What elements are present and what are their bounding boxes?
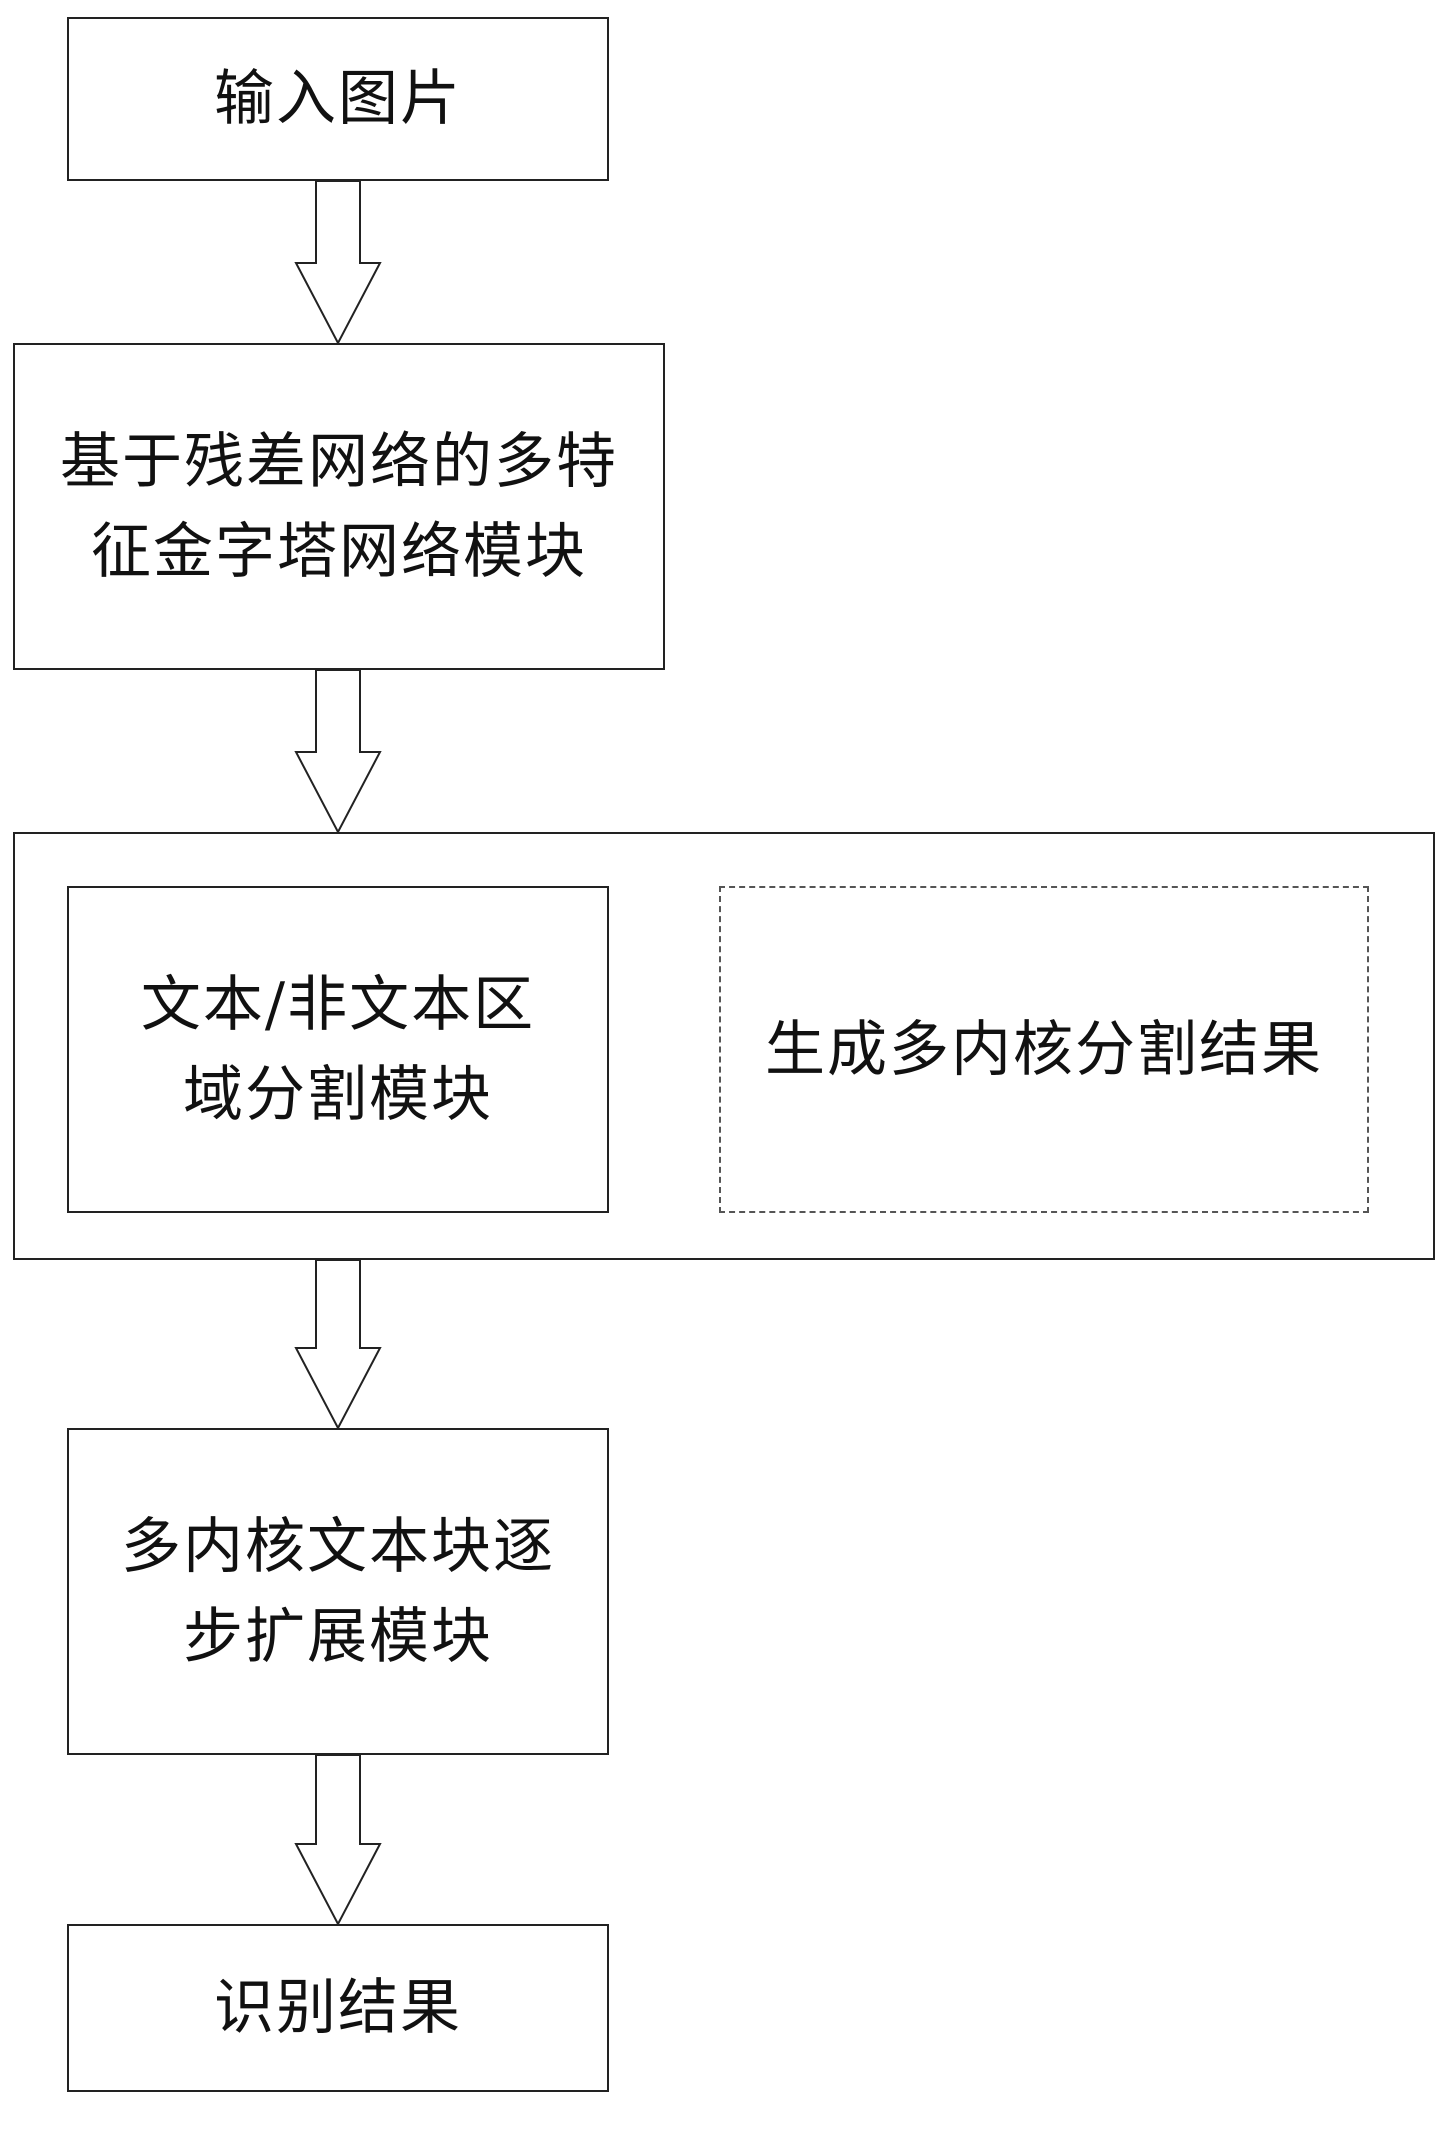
multi-kernel-results-node: 生成多内核分割结果 — [719, 886, 1369, 1213]
recognition-result-label: 识别结果 — [214, 1973, 462, 2043]
arrow-segmentation-to-expansion — [294, 1259, 382, 1431]
resnet-fpn-label-line1: 基于残差网络的多特 — [60, 426, 618, 497]
text-region-segmentation-node: 文本/非文本区 域分割模块 — [67, 886, 609, 1213]
segmentation-label-line2: 域分割模块 — [183, 1059, 493, 1130]
progressive-expansion-label-line1: 多内核文本块逐 — [121, 1511, 555, 1582]
multi-kernel-results-label: 生成多内核分割结果 — [765, 1014, 1323, 1085]
input-image-node: 输入图片 — [67, 17, 609, 181]
segmentation-label-line1: 文本/非文本区 — [140, 969, 536, 1040]
arrow-fpn-to-segmentation — [294, 669, 382, 835]
progressive-expansion-node: 多内核文本块逐 步扩展模块 — [67, 1428, 609, 1755]
input-image-label: 输入图片 — [214, 64, 462, 134]
arrow-input-to-fpn — [294, 180, 382, 346]
resnet-fpn-label-line2: 征金字塔网络模块 — [91, 516, 587, 587]
resnet-fpn-module-node: 基于残差网络的多特 征金字塔网络模块 — [13, 343, 665, 670]
progressive-expansion-label-line2: 步扩展模块 — [183, 1601, 493, 1672]
recognition-result-node: 识别结果 — [67, 1924, 609, 2092]
arrow-expansion-to-result — [294, 1754, 382, 1927]
